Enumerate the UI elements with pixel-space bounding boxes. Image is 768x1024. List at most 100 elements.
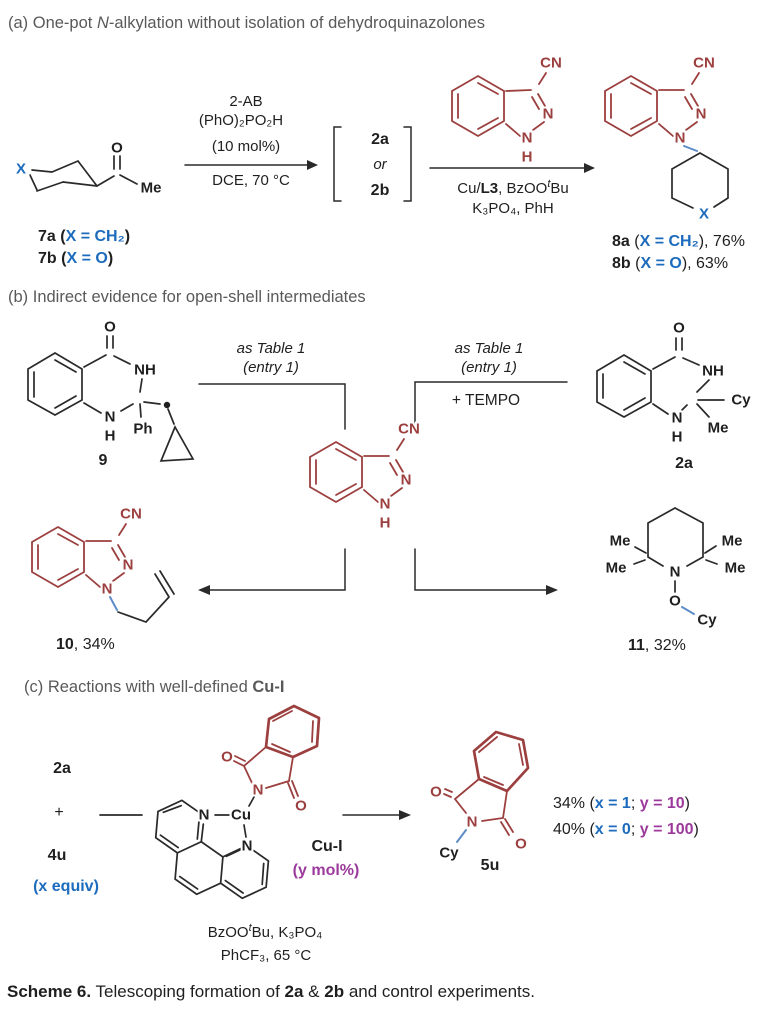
n-label: N	[672, 410, 683, 427]
cy-label: Cy	[731, 392, 751, 409]
arrow-label-right: as Table 1(entry 1)	[454, 340, 524, 376]
label-2a-b: 2a	[675, 455, 693, 472]
solvent-a: DCE, 70 °C	[212, 172, 290, 189]
conditions-a2-line2: K₃PO₄, PhH	[472, 200, 554, 217]
label-2a-c: 2a	[53, 760, 71, 777]
yield-line-1: 34% (x = 1; y = 10)	[553, 795, 690, 812]
ph-label: Ph	[133, 421, 152, 438]
connector-bottom-right-arrow	[414, 548, 558, 595]
structure-product-8: CN N N X	[604, 53, 729, 225]
label-9: 9	[98, 452, 108, 469]
radical-dot	[163, 401, 171, 409]
h-label: H	[380, 515, 391, 532]
reagent-phosphate: (PhO)₂PO₂H	[198, 112, 284, 129]
n-label: N	[670, 564, 681, 581]
label-10: 10, 34%	[56, 636, 115, 653]
structure-tempo-adduct-11: N O Me Me Me Me Cy	[604, 507, 747, 631]
o-label: O	[430, 784, 442, 801]
label-5u: 5u	[480, 857, 500, 874]
o-label: O	[673, 320, 685, 337]
label-8a: 8a (X = CH₂), 76%	[612, 233, 745, 250]
plus-sign: +	[54, 804, 64, 821]
cn-label: CN	[398, 421, 420, 438]
tempo-label: + TEMPO	[451, 392, 521, 409]
header-a: (a) One-pot N-alkylation without isolati…	[8, 14, 485, 32]
me-label: Me	[610, 533, 631, 550]
n2-label: N	[696, 106, 707, 123]
n1-label: N	[522, 130, 533, 147]
me-label: Me	[722, 533, 743, 550]
me-label: Me	[725, 560, 746, 577]
label-7b: 7b (X = O)	[38, 250, 114, 267]
caption: Scheme 6. Telescoping formation of 2a & …	[7, 982, 535, 1001]
connector-bottom-left-arrow	[198, 548, 346, 595]
n1-label: N	[675, 130, 686, 147]
main-arrow-c	[342, 810, 411, 820]
conditions-c-line2: PhCF₃, 65 °C	[220, 947, 312, 964]
bracket-or: or	[373, 156, 387, 173]
bracket-2b: 2b	[370, 182, 390, 199]
structure-product-5u: O N O Cy	[428, 730, 530, 864]
label-cu-i: Cu-I	[311, 838, 343, 855]
n1-label: N	[199, 807, 210, 824]
cy-label: Cy	[439, 845, 459, 862]
structure-ketone-7: X O Me	[14, 138, 163, 199]
structure-compound-10: CN N N	[31, 504, 175, 623]
me-atom-label: Me	[141, 180, 162, 197]
o-label: O	[104, 319, 116, 336]
me-label: Me	[708, 420, 729, 437]
cy-label: Cy	[697, 612, 717, 629]
label-4u: 4u	[47, 847, 67, 864]
n1-label: N	[102, 581, 113, 598]
label-11: 11, 32%	[628, 637, 686, 654]
label-y-molpct: (y mol%)	[292, 862, 360, 879]
structure-indazole-reagent: CN N N H	[451, 53, 564, 168]
structure-phthalimide-on-cu: N O O	[219, 704, 321, 817]
nh-label: NH	[134, 362, 156, 379]
label-8b: 8b (X = O), 63%	[612, 255, 729, 272]
bracket-2a-2b	[333, 126, 412, 202]
bracket-2a: 2a	[371, 131, 389, 148]
structure-indazole-central: CN N N H	[309, 419, 422, 534]
structure-phenanthroline-ligand: N Cu N	[154, 796, 270, 900]
n2-label: N	[123, 557, 134, 574]
n2-label: N	[401, 472, 412, 489]
h-label: H	[522, 149, 533, 166]
catalyst-loading-a: (10 mol%)	[211, 138, 281, 155]
o-label: O	[295, 798, 307, 815]
x-atom-label: X	[16, 161, 26, 178]
label-7a: 7a (X = CH₂)	[38, 228, 131, 245]
connector-top-left	[198, 383, 346, 430]
header-c: (c) Reactions with well-defined Cu-I	[24, 678, 285, 696]
yield-line-2: 40% (x = 0; y = 100)	[553, 821, 699, 838]
n2-label: N	[543, 106, 554, 123]
cn-label: CN	[120, 506, 142, 523]
structure-quinazolinone-2a: O NH Cy Me N H	[596, 318, 753, 448]
o-label: O	[221, 749, 233, 766]
label-x-equiv: (x equiv)	[33, 878, 99, 895]
n1-label: N	[380, 496, 391, 513]
o-label: O	[669, 593, 681, 610]
nh-label: NH	[702, 363, 724, 380]
n-label: N	[467, 814, 478, 831]
n-label: N	[253, 782, 264, 799]
x-atom-label: X	[699, 206, 709, 223]
o-atom-label: O	[111, 140, 123, 157]
cn-label: CN	[693, 55, 715, 72]
arrow-label-left: as Table 1(entry 1)	[236, 340, 306, 376]
n-label: N	[105, 409, 116, 426]
n10-label: N	[242, 838, 253, 855]
header-b: (b) Indirect evidence for open-shell int…	[8, 288, 366, 306]
conditions-a2-line1: Cu/L3, BzOOtBu	[457, 178, 569, 197]
conditions-c-line1: BzOOtBu, K₃PO₄	[207, 922, 323, 941]
o-label: O	[515, 836, 527, 853]
me-label: Me	[606, 560, 627, 577]
reaction-arrow-2	[429, 163, 595, 173]
h-label: H	[105, 428, 116, 445]
reagent-2ab: 2-AB	[229, 93, 263, 110]
reaction-arrow-1	[184, 160, 318, 170]
h-label: H	[672, 429, 683, 446]
connector-top-right	[414, 381, 568, 430]
